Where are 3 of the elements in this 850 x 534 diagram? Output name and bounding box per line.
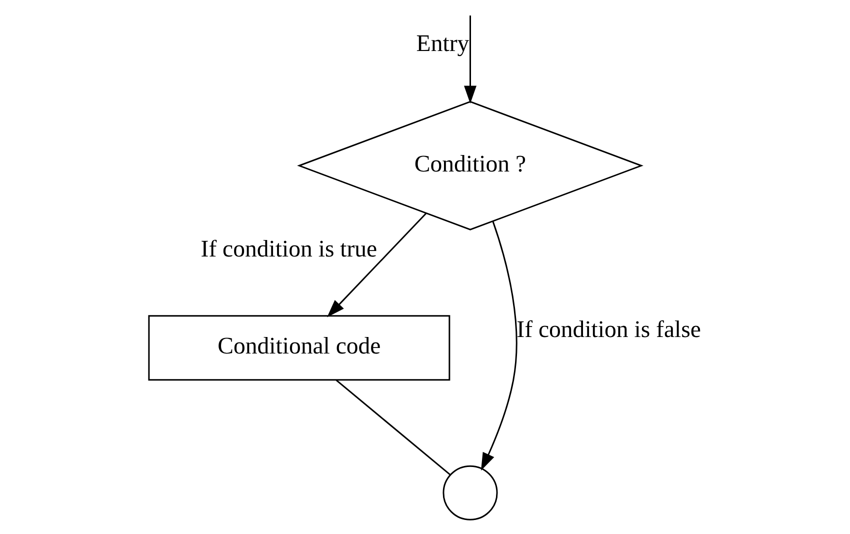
edge-label: If condition is false [516,317,701,344]
edge-label: If condition is true [200,236,378,263]
edge-label: Entry [416,30,470,57]
